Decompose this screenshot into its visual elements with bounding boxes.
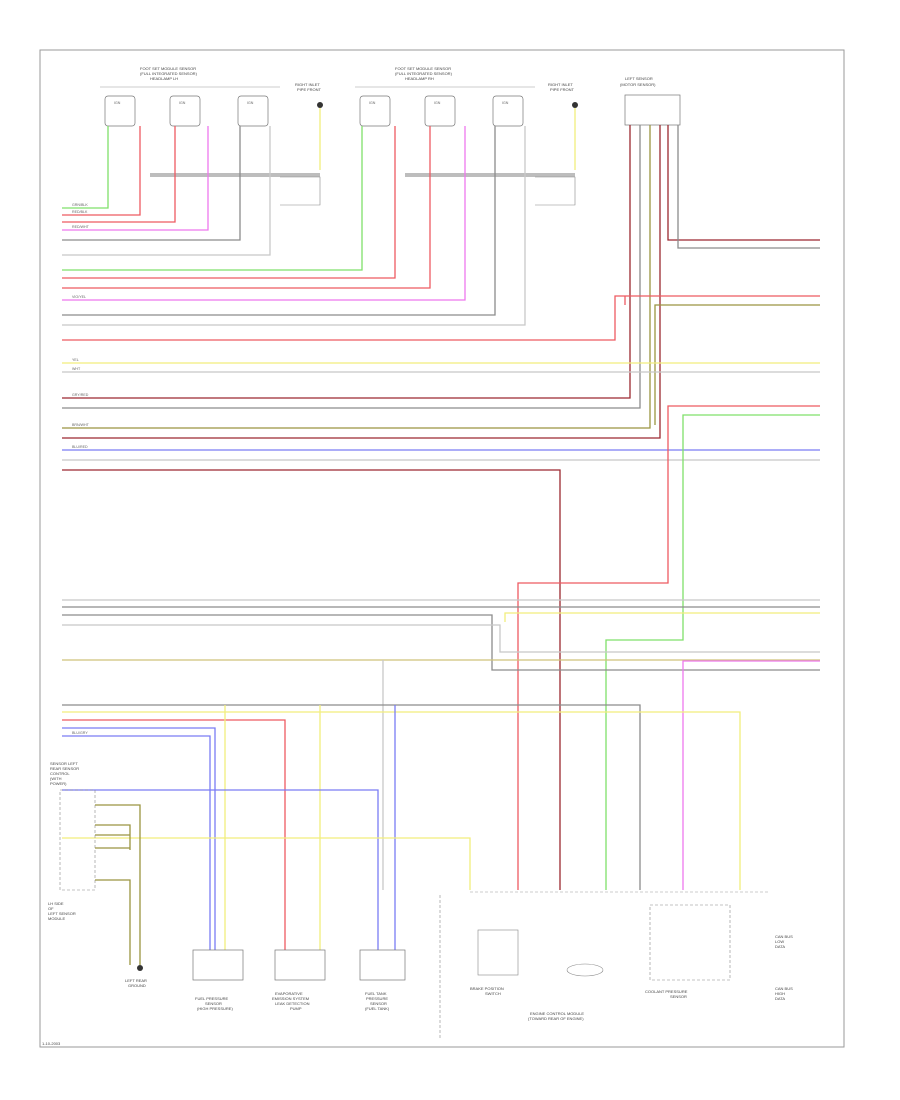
svg-text:IGN: IGN — [502, 101, 509, 105]
svg-text:LEFT SENSOR: LEFT SENSOR — [625, 76, 653, 81]
coolant-sensor-box — [649, 904, 731, 981]
svg-text:RIGHT INLET: RIGHT INLET — [548, 82, 573, 87]
svg-text:IGN: IGN — [114, 101, 121, 105]
svg-text:FUEL PRESSURE: FUEL PRESSURE — [195, 996, 229, 1001]
svg-text:DATA: DATA — [775, 996, 785, 1001]
svg-text:(WITH: (WITH — [50, 776, 62, 781]
svg-text:REAR SENSOR: REAR SENSOR — [50, 766, 79, 771]
bottom-components: FUEL PRESSURE SENSOR (HIGH PRESSURE) EVA… — [192, 891, 793, 1040]
svg-text:CAN BUS: CAN BUS — [775, 986, 793, 991]
svg-text:(TOWARD REAR OF ENGINE): (TOWARD REAR OF ENGINE) — [528, 1016, 584, 1021]
svg-text:(HIGH PRESSURE): (HIGH PRESSURE) — [197, 1006, 233, 1011]
horizontal-wires — [62, 295, 820, 890]
connector-fr1 — [359, 95, 391, 127]
left-sensor-module: SENSOR LEFT REAR SENSOR CONTROL (WITH PO… — [48, 761, 147, 988]
svg-text:IGN: IGN — [369, 101, 376, 105]
connector-fr3 — [492, 95, 524, 127]
svg-text:SENSOR: SENSOR — [205, 1001, 222, 1006]
footer-code: 1-10-2003 — [42, 1041, 61, 1046]
fr-module-sub1: (FULL INTEGRATED SENSOR) — [395, 71, 453, 76]
fl-module-sub1: (FULL INTEGRATED SENSOR) — [140, 71, 198, 76]
svg-text:SENSOR LEFT: SENSOR LEFT — [50, 761, 78, 766]
light-sensor-box — [624, 94, 681, 126]
fr-module-sub2: HEADLAMP RH — [405, 76, 434, 81]
svg-text:GRY/RED: GRY/RED — [72, 393, 89, 397]
svg-text:OF: OF — [48, 906, 54, 911]
fr-module-title: FOOT SET MODULE SENSOR — [395, 66, 451, 71]
svg-text:YEL: YEL — [72, 358, 79, 362]
ground-icon — [137, 965, 143, 971]
ecm-element — [566, 963, 604, 977]
fl-module-title: FOOT SET MODULE SENSOR — [140, 66, 196, 71]
wire-code-labels: GRN/BLK RED/BLK RED/WHT VIO/YEL BLU/RED … — [72, 203, 90, 735]
svg-text:(FUEL TANK): (FUEL TANK) — [365, 1006, 390, 1011]
svg-text:CONTROL: CONTROL — [50, 771, 70, 776]
svg-text:PIPE FRONT: PIPE FRONT — [550, 87, 575, 92]
svg-text:BRAKE POSITION: BRAKE POSITION — [470, 986, 504, 991]
svg-text:PRESSURE: PRESSURE — [366, 996, 388, 1001]
svg-text:MODULE: MODULE — [48, 916, 65, 921]
svg-text:GROUND: GROUND — [128, 983, 146, 988]
svg-text:IGN: IGN — [247, 101, 254, 105]
svg-text:BLU/GRY: BLU/GRY — [72, 731, 88, 735]
svg-text:SENSOR: SENSOR — [670, 994, 687, 999]
svg-text:BLU/RED: BLU/RED — [72, 445, 88, 449]
svg-text:WHT: WHT — [72, 367, 81, 371]
svg-text:ENGINE CONTROL MODULE: ENGINE CONTROL MODULE — [530, 1011, 584, 1016]
svg-text:BRN/WHT: BRN/WHT — [72, 423, 90, 427]
svg-text:CAN BUS: CAN BUS — [775, 934, 793, 939]
svg-text:COOLANT PRESSURE: COOLANT PRESSURE — [645, 989, 688, 994]
light-sensor-group: LEFT SENSOR (MOTOR SENSOR) — [620, 76, 681, 126]
svg-text:IGN: IGN — [434, 101, 441, 105]
svg-text:LEFT REAR: LEFT REAR — [125, 978, 147, 983]
svg-text:HIGH: HIGH — [775, 991, 785, 996]
svg-text:LEAK DETECTION: LEAK DETECTION — [275, 1001, 310, 1006]
diagram-frame — [39, 49, 845, 1048]
right-inlet-2-icon — [572, 102, 578, 108]
svg-text:LEFT SENSOR: LEFT SENSOR — [48, 911, 76, 916]
svg-text:SENSOR: SENSOR — [370, 1001, 387, 1006]
brake-switch-box — [477, 929, 519, 976]
svg-text:LOW: LOW — [775, 939, 784, 944]
shield-bar-left — [150, 173, 320, 177]
svg-text:EVAPORATIVE: EVAPORATIVE — [275, 991, 303, 996]
svg-text:GRN/BLK: GRN/BLK — [72, 203, 88, 207]
svg-text:DATA: DATA — [775, 944, 785, 949]
svg-text:RED/WHT: RED/WHT — [72, 225, 90, 229]
svg-text:SWITCH: SWITCH — [485, 991, 501, 996]
svg-text:IGN: IGN — [179, 101, 186, 105]
right-module-group: FOOT SET MODULE SENSOR (FULL INTEGRATED … — [355, 66, 578, 206]
svg-text:FUEL TANK: FUEL TANK — [365, 991, 387, 996]
right-inlet-1-icon — [317, 102, 323, 108]
fl-module-sub2: HEADLAMP LH — [150, 76, 178, 81]
left-module-group: FOOT SET MODULE SENSOR (FULL INTEGRATED … — [100, 66, 323, 206]
svg-text:POWER): POWER) — [50, 781, 67, 786]
svg-text:RED/BLK: RED/BLK — [72, 210, 88, 214]
connector-fl2 — [169, 95, 201, 127]
svg-text:(MOTOR SENSOR): (MOTOR SENSOR) — [620, 82, 656, 87]
shield-bar-right — [405, 173, 575, 177]
right-inlet-1-label: RIGHT INLET — [295, 82, 320, 87]
connector-fl3 — [237, 95, 269, 127]
top-vertical-wires — [62, 108, 820, 439]
svg-text:LH SIDE: LH SIDE — [48, 901, 64, 906]
svg-text:PUMP: PUMP — [290, 1006, 302, 1011]
evap-leak-pump — [274, 949, 326, 981]
fuel-pressure-sensor — [192, 949, 244, 981]
lower-wires — [62, 704, 741, 950]
connector-fl1 — [104, 95, 136, 127]
fuel-tank-pressure-sensor — [359, 949, 406, 981]
svg-text:PIPE FRONT: PIPE FRONT — [297, 87, 322, 92]
connector-fr2 — [424, 95, 456, 127]
svg-text:VIO/YEL: VIO/YEL — [72, 295, 86, 299]
svg-text:EMISSION SYSTEM: EMISSION SYSTEM — [272, 996, 309, 1001]
